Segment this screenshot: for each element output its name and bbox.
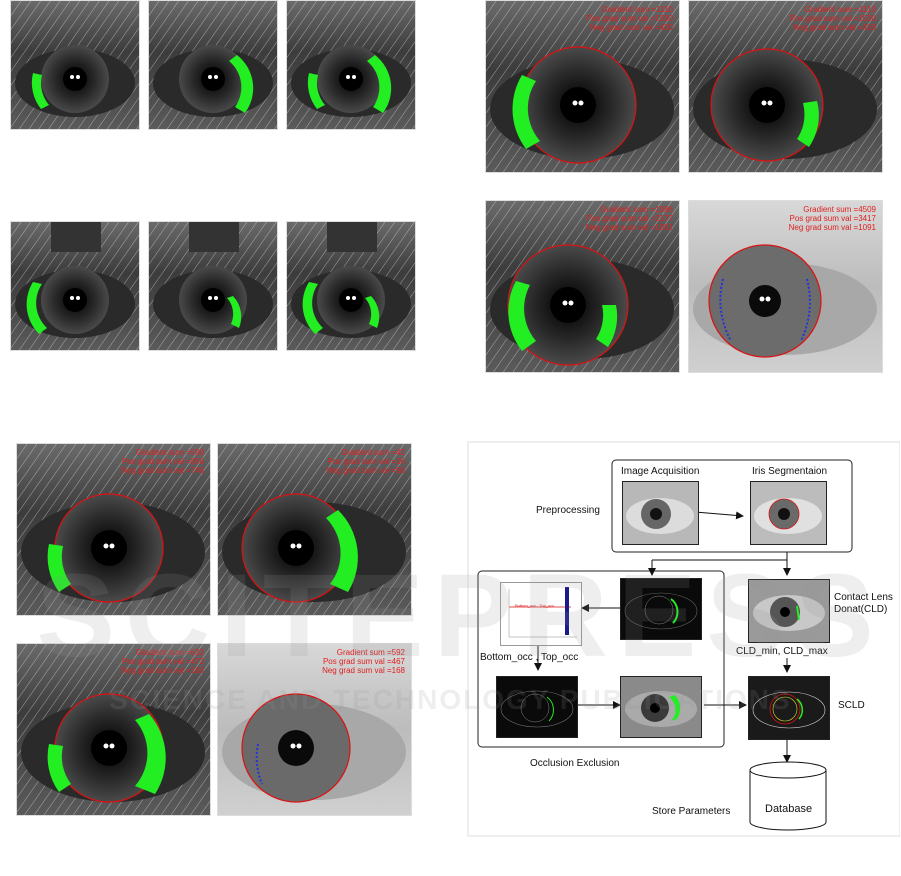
flowchart-connectors (467, 441, 900, 837)
gradient-annotation: Gradient sum =4509 Pos grad sum val =341… (788, 205, 876, 233)
gradient-annotation: Gradient sum =632 Pos grad sum val =472 … (121, 648, 204, 676)
thumb-occlusion-edges (496, 676, 578, 738)
label-store-parameters: Store Parameters (652, 806, 731, 817)
label-occlusion-exclusion: Occlusion Exclusion (530, 758, 620, 769)
eye-image (148, 0, 278, 130)
label-preprocessing: Preprocessing (536, 505, 600, 516)
eye-image-annotated: Gradient sum =1086 Pos grad sum val =217… (485, 200, 680, 373)
plot-label: Bottom_occ , Top_occ (515, 603, 555, 608)
thumb-occlusion-result (620, 676, 702, 738)
thumb-segmentation (750, 481, 827, 545)
eye-image-annotated: Gradient sum =592 Pos grad sum val =467 … (217, 643, 412, 816)
eye-image-annotated: Gradient sum =4509 Pos grad sum val =341… (688, 200, 883, 373)
thumb-occlusion-plot: Bottom_occ , Top_occ (500, 582, 582, 646)
eye-right-ring (149, 1, 277, 129)
gradient-annotation: Gradient sum =1110 Pos grad sum val =153… (586, 5, 674, 33)
eye-image-annotated: Gradient sum =632 Pos grad sum val =472 … (16, 643, 211, 816)
gradient-annotation: Gradient sum =590 Pos grad sum val =856 … (121, 448, 204, 476)
gradient-annotation: Gradient sum =1086 Pos grad sum val =217… (585, 205, 673, 233)
gradient-annotation: Gradient sum =592 Pos grad sum val =467 … (322, 648, 405, 676)
label-contact-lens: Contact Lens (834, 592, 893, 603)
thumb-scld (748, 676, 830, 740)
label-scld: SCLD (838, 700, 865, 711)
thumb-acquisition (622, 481, 699, 545)
eye-image-annotated: Gradient sum =590 Pos grad sum val =856 … (16, 443, 211, 616)
eye-both-ring-2 (287, 222, 415, 350)
eye-image-annotated: Gradient sum =42 Pos grad sum val =16 Ne… (217, 443, 412, 616)
label-bottom-top-occ: Bottom_occ , Top_occ (480, 652, 579, 663)
thumb-cld (748, 579, 830, 643)
label-image-acquisition: Image Acquisition (621, 466, 700, 477)
thumb-gradient-ring (620, 578, 702, 640)
eye-image-annotated: Gradient sum =1110 Pos grad sum val =153… (485, 0, 680, 173)
label-donat-cld: Donat(CLD) (834, 604, 888, 615)
eye-both-ring (287, 1, 415, 129)
label-database: Database (765, 803, 813, 815)
eye-image (148, 221, 278, 351)
eye-left-ring-2 (11, 222, 139, 350)
label-iris-segmentation: Iris Segmentaion (752, 466, 828, 477)
eye-right-ring-2 (149, 222, 277, 350)
eye-image (286, 0, 416, 130)
gradient-annotation: Gradient sum =1110 Pos grad sum val =153… (789, 5, 877, 33)
eye-image-annotated: Gradient sum =1110 Pos grad sum val =153… (688, 0, 883, 173)
eye-left-ring (11, 1, 139, 129)
gradient-annotation: Gradient sum =42 Pos grad sum val =16 Ne… (326, 448, 406, 476)
eye-image (286, 221, 416, 351)
eye-image (10, 221, 140, 351)
eye-image (10, 0, 140, 130)
label-cld-minmax: CLD_min, CLD_max (736, 646, 828, 657)
